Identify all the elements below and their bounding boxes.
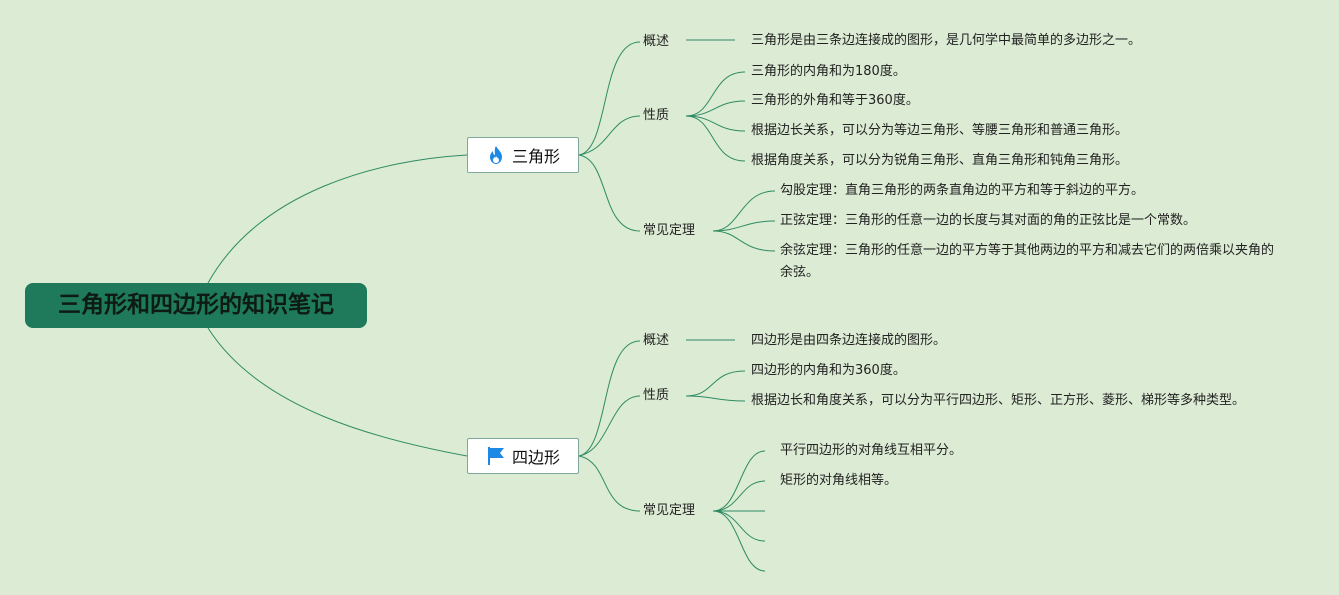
root-title: 三角形和四边形的知识笔记 (58, 292, 334, 318)
flag-icon (487, 447, 504, 465)
topic-theorems-label[interactable]: 常见定理 (643, 503, 696, 518)
topic-theorems-label[interactable]: 常见定理 (643, 223, 696, 238)
list-item: 三角形的内角和为180度。 (751, 64, 906, 79)
list-item: 正弦定理：三角形的任意一边的长度与其对面的角的正弦比是一个常数。 (780, 213, 1197, 228)
list-item: 四边形的内角和为360度。 (751, 363, 906, 378)
topic-properties-label[interactable]: 性质 (643, 108, 670, 123)
branch-title: 三角形 (511, 147, 560, 166)
fire-icon (489, 146, 502, 164)
branch-quadrilateral[interactable]: 四边形 (467, 438, 579, 474)
branch-title: 四边形 (511, 448, 560, 467)
list-item: 根据角度关系，可以分为锐角三角形、直角三角形和钝角三角形。 (751, 153, 1129, 168)
topic-overview-label[interactable]: 概述 (643, 333, 670, 348)
topic-overview-label[interactable]: 概述 (643, 34, 670, 49)
root-node[interactable]: 三角形和四边形的知识笔记 (25, 283, 367, 328)
list-item: 勾股定理：直角三角形的两条直角边的平方和等于斜边的平方。 (780, 183, 1145, 198)
topic-properties-label[interactable]: 性质 (643, 388, 670, 403)
list-item: 根据边长关系，可以分为等边三角形、等腰三角形和普通三角形。 (751, 123, 1129, 138)
list-item: 四边形是由四条边连接成的图形。 (751, 333, 947, 348)
list-item: 根据边长和角度关系，可以分为平行四边形、矩形、正方形、菱形、梯形等多种类型。 (751, 393, 1246, 408)
list-item: 三角形是由三条边连接成的图形，是几何学中最简单的多边形之一。 (751, 33, 1142, 48)
list-item: 余弦定理：三角形的任意一边的平方等于其他两边的平方和减去它们的两倍乘以夹角的余弦… (780, 243, 1275, 280)
list-item: 矩形的对角线相等。 (780, 473, 898, 488)
branch-triangle[interactable]: 三角形 (467, 137, 579, 173)
list-item: 平行四边形的对角线互相平分。 (780, 443, 963, 458)
list-item: 三角形的外角和等于360度。 (751, 93, 919, 108)
